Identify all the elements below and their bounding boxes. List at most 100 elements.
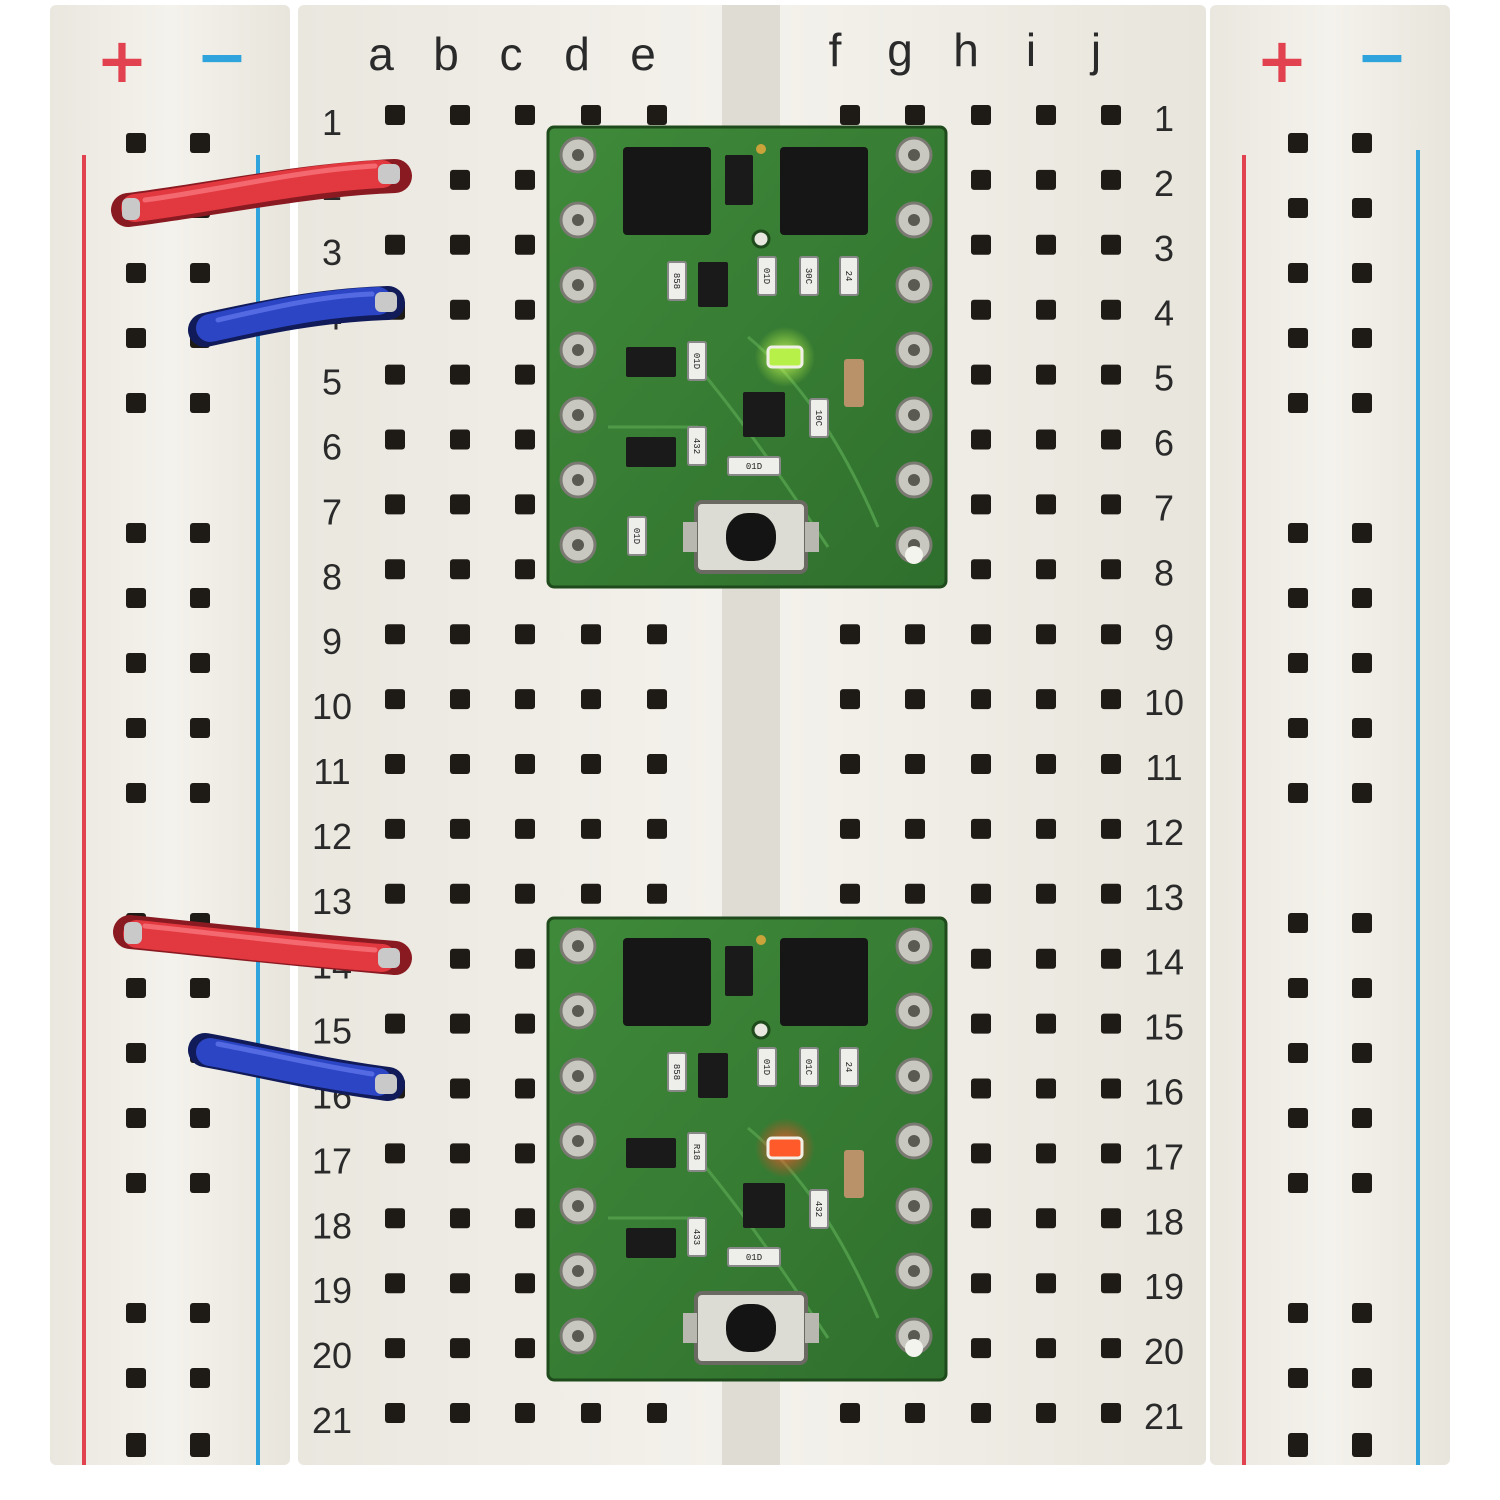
rail-hole xyxy=(1352,1303,1372,1323)
row-label-left: 20 xyxy=(312,1335,352,1376)
smd-resistor xyxy=(727,1247,781,1267)
row-label-left: 15 xyxy=(312,1011,352,1052)
row-label-right: 18 xyxy=(1144,1201,1184,1242)
terminal-hole xyxy=(1036,624,1056,645)
terminal-hole xyxy=(840,754,860,774)
terminal-hole xyxy=(450,624,470,645)
resistor-marking: 30C xyxy=(803,268,813,285)
terminal-hole xyxy=(1036,883,1056,904)
resistor-marking: 01D xyxy=(631,528,641,544)
rail-hole xyxy=(1352,133,1372,153)
row-label-right: 14 xyxy=(1144,942,1184,983)
terminal-hole xyxy=(1036,299,1056,320)
rail-hole xyxy=(126,393,146,413)
terminal-hole xyxy=(647,1403,667,1423)
smd-resistor xyxy=(627,516,647,556)
terminal-hole xyxy=(581,754,601,774)
terminal-hole xyxy=(971,299,991,320)
terminal-hole xyxy=(515,1078,535,1099)
terminal-hole xyxy=(515,689,535,710)
row-label-left: 6 xyxy=(322,427,342,468)
rail-hole xyxy=(1352,393,1372,413)
terminal-hole xyxy=(450,1143,470,1164)
row-label-left: 19 xyxy=(312,1270,352,1311)
blue-wire-bottom xyxy=(188,1033,405,1101)
terminal-hole xyxy=(971,494,991,515)
terminal-hole xyxy=(1036,429,1056,450)
rail-hole xyxy=(126,1303,146,1323)
terminal-hole xyxy=(385,494,405,515)
rail-hole xyxy=(126,1437,146,1457)
terminal-hole xyxy=(840,883,860,904)
terminal-hole xyxy=(647,689,667,710)
left-power-rail xyxy=(50,5,290,1465)
rail-hole xyxy=(190,1368,210,1388)
smd-resistor xyxy=(839,1047,859,1087)
terminal-hole xyxy=(385,559,405,580)
terminal-hole xyxy=(1036,818,1056,839)
row-label-left: 17 xyxy=(312,1140,352,1181)
terminal-hole xyxy=(905,754,925,774)
rail-hole xyxy=(1352,1108,1372,1128)
rail-hole xyxy=(126,328,146,348)
column-label: i xyxy=(1026,24,1036,76)
terminal-hole xyxy=(515,1208,535,1229)
terminal-hole xyxy=(515,234,535,255)
mosfet-chip xyxy=(623,938,711,1026)
rail-hole xyxy=(126,1368,146,1388)
terminal-hole xyxy=(971,105,991,125)
terminal-hole xyxy=(971,1403,991,1423)
terminal-hole xyxy=(647,818,667,839)
terminal-hole xyxy=(450,883,470,904)
row-label-right: 11 xyxy=(1145,747,1182,788)
row-label-right: 19 xyxy=(1144,1266,1184,1307)
row-label-right: 2 xyxy=(1154,163,1174,204)
right-plus-label: + xyxy=(1256,24,1308,97)
rail-hole xyxy=(190,783,210,803)
smd-resistor xyxy=(687,426,707,466)
terminal-hole xyxy=(1101,883,1121,904)
rail-hole xyxy=(190,653,210,673)
row-label-right: 1 xyxy=(1154,98,1174,139)
terminal-hole xyxy=(581,1403,601,1423)
terminal-hole xyxy=(971,1338,991,1359)
mosfet-chip xyxy=(623,147,711,235)
terminal-hole xyxy=(1101,1403,1121,1423)
smd-resistor xyxy=(687,1217,707,1257)
row-label-right: 16 xyxy=(1144,1072,1184,1113)
row-label-right: 4 xyxy=(1154,293,1174,334)
terminal-hole xyxy=(450,689,470,710)
rail-lines xyxy=(82,150,1420,1465)
row-label-right: 20 xyxy=(1144,1331,1184,1372)
right-minus-label: − xyxy=(1356,20,1408,93)
terminal-hole xyxy=(971,689,991,710)
rail-hole xyxy=(1288,1368,1308,1388)
row-label-left: 13 xyxy=(312,881,352,922)
rail-hole xyxy=(1352,588,1372,608)
terminal-hole xyxy=(450,559,470,580)
rail-hole xyxy=(126,718,146,738)
terminal-hole xyxy=(515,754,535,774)
row-label-left: 10 xyxy=(312,686,352,727)
rail-hole xyxy=(1352,1173,1372,1193)
row-label-left: 3 xyxy=(322,232,342,273)
left-minus-label: − xyxy=(196,20,248,93)
smd-resistor xyxy=(809,1189,829,1229)
terminal-hole xyxy=(450,429,470,450)
terminal-hole xyxy=(840,624,860,645)
rail-hole xyxy=(1288,783,1308,803)
terminal-hole xyxy=(1036,105,1056,125)
terminal-hole xyxy=(515,883,535,904)
terminal-hole xyxy=(450,818,470,839)
column-label: f xyxy=(829,24,842,76)
rail-hole xyxy=(1288,393,1308,413)
terminal-hole xyxy=(515,299,535,320)
terminal-hole xyxy=(385,234,405,255)
row-label-right: 9 xyxy=(1154,617,1174,658)
terminal-hole xyxy=(1036,494,1056,515)
terminal-hole xyxy=(385,1403,405,1423)
terminal-hole xyxy=(971,754,991,774)
blue-wire-top xyxy=(188,286,405,347)
terminal-hole xyxy=(971,364,991,385)
